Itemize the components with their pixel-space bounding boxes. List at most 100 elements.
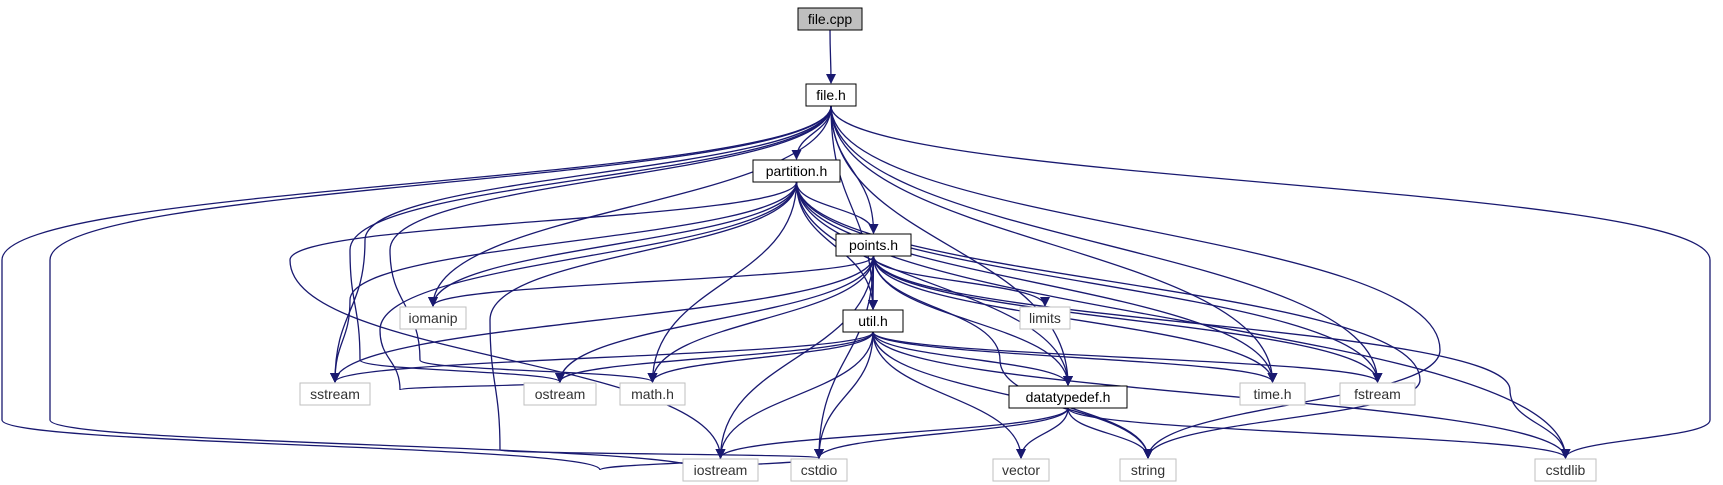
node-box-string [1119, 458, 1177, 482]
node-math_h: math.h [619, 382, 686, 406]
node-box-iostream [682, 458, 759, 482]
edge-points_h-to-cstdlib [872, 255, 1571, 459]
node-limits: limits [1019, 306, 1071, 330]
node-sstream: sstream [299, 382, 371, 406]
node-label-iostream: iostream [694, 462, 748, 478]
node-time_h: time.h [1239, 382, 1306, 406]
node-box-cstdio [790, 458, 848, 482]
edge-util_h-to-sstream [330, 331, 874, 383]
node-label-iomanip: iomanip [408, 310, 457, 326]
node-box-ostream [523, 382, 597, 406]
edge-file_h-to-string [830, 105, 1441, 459]
node-box-math_h [619, 382, 686, 406]
edge-datatypedef_h-to-iostream [715, 407, 1069, 459]
node-string: string [1119, 458, 1177, 482]
edge-partition_h-to-points_h [795, 181, 879, 234]
node-box-partition_h [752, 159, 841, 183]
edge-file_h-to-fstream [830, 105, 1383, 383]
node-iostream: iostream [682, 458, 759, 482]
node-box-file_h [805, 83, 857, 107]
node-datatypedef_h[interactable]: datatypedef.h [1008, 385, 1128, 409]
node-iomanip: iomanip [399, 306, 467, 330]
node-box-cstdlib [1534, 458, 1597, 482]
node-fstream: fstream [1339, 382, 1416, 406]
edge-points_h-to-limits [872, 255, 1050, 307]
edge-util_h-to-vector [872, 331, 1026, 459]
edge-points_h-to-iomanip [428, 255, 875, 307]
edge-points_h-to-math_h [647, 255, 875, 383]
node-box-vector [992, 458, 1050, 482]
node-file_h[interactable]: file.h [805, 83, 857, 107]
edge-partition_h-to-util_h [795, 181, 878, 310]
edge-partition_h-to-fstream [795, 181, 1383, 383]
node-label-cstdio: cstdio [801, 462, 838, 478]
edge-file_h-to-sstream [330, 105, 832, 383]
node-ostream: ostream [523, 382, 597, 406]
edge-file_h-to-time_h [830, 105, 1278, 383]
edge-points_h-to-cstdio [814, 255, 875, 459]
edge-partition_h-to-sstream [330, 181, 798, 383]
node-vector: vector [992, 458, 1050, 482]
node-util_h[interactable]: util.h [842, 309, 904, 333]
node-label-datatypedef_h: datatypedef.h [1026, 389, 1111, 405]
edge-partition_h-to-time_h [795, 181, 1278, 383]
edge-file_h-to-cstdlib [830, 105, 1711, 459]
edge-util_h-to-iostream [715, 331, 874, 459]
node-cstdlib: cstdlib [1534, 458, 1597, 482]
edge-datatypedef_h-to-cstdlib [1067, 407, 1571, 459]
nodes-layer: file.cpp file.h partition.h points.h util.h d… [299, 7, 1597, 482]
edge-partition_h-to-ostream [379, 181, 798, 392]
edge-util_h-to-time_h [872, 331, 1278, 383]
edge-partition_h-to-cstdio [489, 181, 824, 459]
edge-points_h-to-ostream [555, 255, 875, 383]
edge-datatypedef_h-to-vector [1016, 407, 1069, 459]
node-label-fstream: fstream [1354, 386, 1401, 402]
edges-layer [1, 29, 1711, 471]
edge-partition_h-to-math_h [647, 181, 798, 383]
node-label-vector: vector [1002, 462, 1040, 478]
node-partition_h[interactable]: partition.h [752, 159, 841, 183]
node-box-time_h [1239, 382, 1306, 406]
node-box-limits [1019, 306, 1071, 330]
edge-file_cpp-to-file_h [825, 29, 836, 84]
edge-file_h-to-util_h [830, 105, 878, 310]
node-cstdio: cstdio [790, 458, 848, 482]
edge-points_h-to-time_h [872, 255, 1278, 383]
node-label-util_h: util.h [858, 313, 888, 329]
node-label-time_h: time.h [1253, 386, 1291, 402]
node-box-fstream [1339, 382, 1416, 406]
node-box-iomanip [399, 306, 467, 330]
edge-file_h-to-iomanip [428, 105, 832, 307]
edge-datatypedef_h-to-string [1067, 407, 1153, 459]
edge-util_h-to-datatypedef_h [872, 331, 1073, 386]
node-box-util_h [842, 309, 904, 333]
node-label-ostream: ostream [535, 386, 586, 402]
edge-util_h-to-ostream [555, 331, 874, 383]
edge-util_h-to-cstdlib [872, 331, 1571, 459]
edge-file_h-to-ostream [349, 105, 832, 383]
edge-datatypedef_h-to-cstdio [814, 407, 1069, 459]
node-label-file_cpp: file.cpp [808, 11, 853, 27]
edge-util_h-to-cstdio [814, 331, 874, 459]
node-label-math_h: math.h [631, 386, 674, 402]
node-file_cpp[interactable]: file.cpp [797, 7, 863, 31]
edge-points_h-to-iostream [715, 255, 875, 459]
edge-points_h-to-string [872, 255, 1153, 459]
node-label-limits: limits [1029, 310, 1061, 326]
node-label-file_h: file.h [816, 87, 846, 103]
node-label-partition_h: partition.h [766, 163, 827, 179]
node-box-sstream [299, 382, 371, 406]
node-label-cstdlib: cstdlib [1546, 462, 1586, 478]
edge-points_h-to-sstream [330, 255, 875, 383]
node-label-string: string [1131, 462, 1165, 478]
edge-points_h-to-fstream [872, 255, 1383, 383]
node-points_h[interactable]: points.h [835, 233, 912, 257]
edge-util_h-to-math_h [647, 331, 874, 383]
node-label-points_h: points.h [849, 237, 898, 253]
edge-partition_h-to-datatypedef_h [795, 181, 1073, 386]
node-box-points_h [835, 233, 912, 257]
node-box-datatypedef_h [1008, 385, 1128, 409]
node-box-file_cpp [797, 7, 863, 31]
edge-file_h-to-iostream [1, 105, 832, 471]
